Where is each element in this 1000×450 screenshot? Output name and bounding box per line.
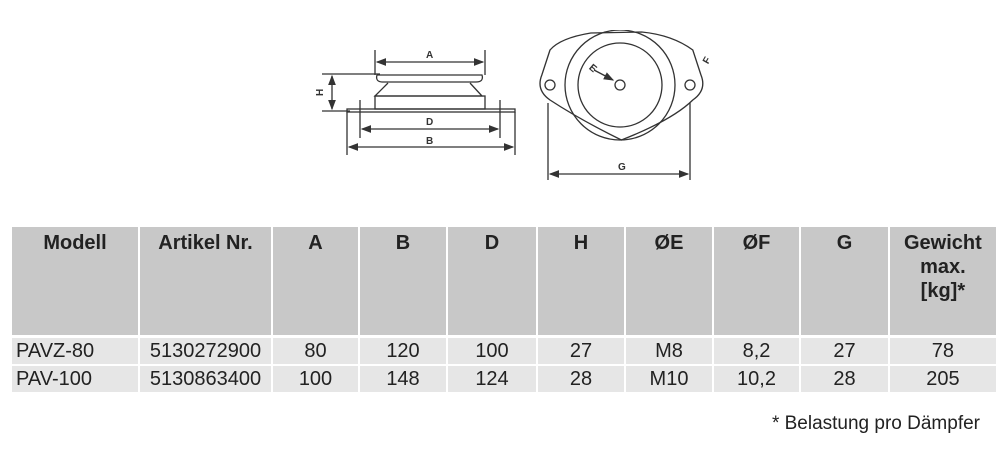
col-header-d: D bbox=[446, 227, 538, 338]
cell-f: 8,2 bbox=[712, 336, 801, 365]
col-header-h: H bbox=[536, 227, 626, 338]
label-h: H bbox=[315, 89, 326, 96]
side-view bbox=[322, 50, 516, 155]
cell-b: 148 bbox=[358, 364, 448, 392]
col-header-g: G bbox=[799, 227, 890, 338]
label-a: A bbox=[426, 50, 433, 61]
col-header-gewicht: Gewicht max. [kg]* bbox=[888, 227, 998, 338]
cell-artikel: 5130272900 bbox=[138, 336, 273, 365]
cell-a: 100 bbox=[271, 364, 360, 392]
damper-technical-drawing: A D B H G E F bbox=[315, 30, 714, 180]
cell-g: 28 bbox=[799, 364, 890, 392]
cell-f: 10,2 bbox=[712, 364, 801, 392]
cell-h: 27 bbox=[536, 336, 626, 365]
col-header-artikel: Artikel Nr. bbox=[138, 227, 273, 338]
cell-b: 120 bbox=[358, 336, 448, 365]
table-row: PAVZ-80 5130272900 80 120 100 27 M8 8,2 … bbox=[10, 336, 998, 365]
col-header-a: A bbox=[271, 227, 360, 338]
cell-e: M8 bbox=[624, 336, 714, 365]
cell-d: 124 bbox=[446, 364, 538, 392]
cell-gewicht: 78 bbox=[888, 336, 998, 365]
col-header-b: B bbox=[358, 227, 448, 338]
label-g: G bbox=[618, 162, 626, 173]
cell-g: 27 bbox=[799, 336, 890, 365]
table-row: PAV-100 5130863400 100 148 124 28 M10 10… bbox=[10, 364, 998, 392]
cell-h: 28 bbox=[536, 364, 626, 392]
top-view bbox=[539, 30, 704, 180]
specs-table: Modell Artikel Nr. A B D H ØE ØF G Gewic… bbox=[10, 227, 998, 392]
label-f: F bbox=[701, 55, 714, 66]
cell-a: 80 bbox=[271, 336, 360, 365]
cell-modell: PAV-100 bbox=[10, 364, 140, 392]
table-header-row: Modell Artikel Nr. A B D H ØE ØF G Gewic… bbox=[10, 227, 998, 338]
label-d: D bbox=[426, 117, 433, 128]
cell-modell: PAVZ-80 bbox=[10, 336, 140, 365]
col-header-f: ØF bbox=[712, 227, 801, 338]
cell-gewicht: 205 bbox=[888, 364, 998, 392]
col-header-e: ØE bbox=[624, 227, 714, 338]
col-header-modell: Modell bbox=[10, 227, 140, 338]
cell-artikel: 5130863400 bbox=[138, 364, 273, 392]
footnote: * Belastung pro Dämpfer bbox=[771, 413, 980, 434]
cell-e: M10 bbox=[624, 364, 714, 392]
cell-d: 100 bbox=[446, 336, 538, 365]
label-e: E bbox=[586, 62, 598, 75]
label-b: B bbox=[426, 136, 433, 147]
